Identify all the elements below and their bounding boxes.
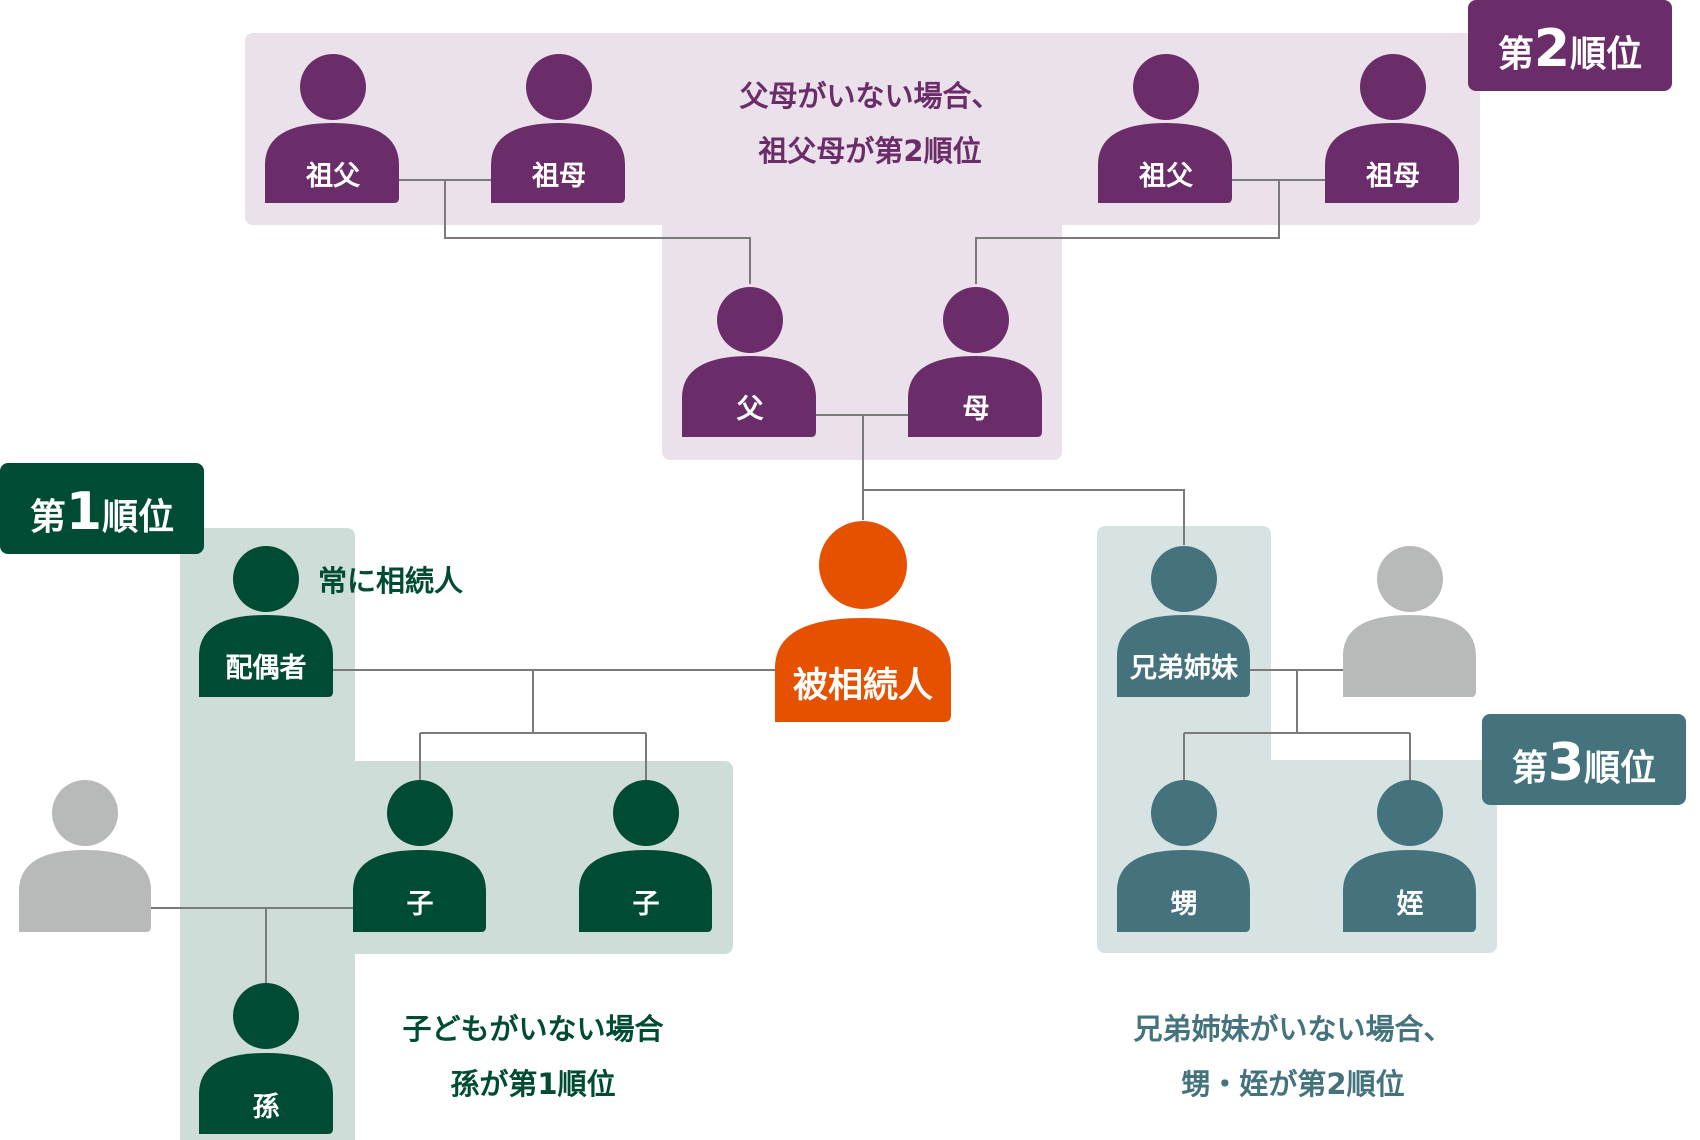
child-2-label: 子 — [633, 889, 660, 920]
rank3-badge: 第3順位 — [1482, 714, 1686, 805]
person-body — [199, 615, 333, 697]
rank3-badge-text: 第3順位 — [1512, 733, 1656, 793]
rank2-badge: 第2順位 — [1468, 0, 1672, 91]
person-head — [52, 780, 118, 846]
rank2-badge-text: 第2順位 — [1498, 19, 1642, 79]
person-body — [491, 123, 625, 203]
line-left-grandparents-to-father — [444, 180, 751, 284]
rank2-badge-suffix: 順位 — [1570, 34, 1642, 75]
nephew-label: 甥 — [1171, 889, 1198, 920]
rank1-note-line1: 子どもがいない場合 — [402, 1012, 663, 1046]
rank1-badge-bg — [0, 463, 204, 554]
rank2-badge-bg — [1468, 0, 1672, 91]
siblings-label: 兄弟姉妹 — [1129, 653, 1238, 684]
person-spouse: 配偶者 — [199, 546, 333, 697]
grandchild-label: 孫 — [253, 1091, 280, 1123]
person-body — [1325, 123, 1459, 203]
rank2-note-line1: 父母がいない場合、 — [739, 79, 1000, 113]
person-grandfather-left: 祖父 — [265, 54, 399, 203]
person-body — [1098, 123, 1232, 203]
person-head — [1151, 780, 1217, 846]
rank1-badge-prefix: 第 — [30, 497, 66, 538]
person-child-1: 子 — [353, 780, 486, 932]
grandmother-left-label: 祖母 — [532, 161, 586, 192]
person-head — [1151, 546, 1217, 612]
rank2-badge-prefix: 第 — [1498, 34, 1534, 75]
rank3-badge-number: 3 — [1548, 733, 1584, 793]
line-parents-to-siblings — [863, 489, 1185, 545]
person-grandchild: 孫 — [199, 983, 333, 1134]
rank3-badge-prefix: 第 — [1512, 748, 1548, 789]
line-right-grandparents-to-mother — [975, 180, 1280, 284]
person-head — [1377, 546, 1443, 612]
person-head — [233, 983, 299, 1049]
person-body — [1343, 850, 1476, 932]
rank1-badge-suffix: 順位 — [102, 497, 174, 538]
person-head — [717, 287, 783, 353]
person-body — [265, 123, 399, 203]
person-head — [943, 287, 1009, 353]
rank3-note-line1: 兄弟姉妹がいない場合、 — [1132, 1012, 1452, 1046]
father-label: 父 — [737, 394, 765, 425]
rank1-badge-number: 1 — [66, 482, 102, 542]
rank2-badge-number: 2 — [1534, 19, 1570, 79]
person-head — [1360, 54, 1426, 120]
person-deceased: 被相続人 — [775, 521, 951, 722]
person-head — [1133, 54, 1199, 120]
rank2-note-line2: 祖父母が第2順位 — [758, 134, 981, 168]
person-child-spouse — [19, 780, 151, 932]
grandfather-right-label: 祖父 — [1139, 161, 1194, 192]
person-head — [526, 54, 592, 120]
spouse-label: 配偶者 — [226, 653, 307, 684]
child-1-label: 子 — [407, 889, 434, 920]
person-head — [819, 521, 907, 609]
mother-label: 母 — [963, 394, 990, 425]
person-father: 父 — [682, 287, 816, 437]
rank3-badge-bg — [1482, 714, 1686, 805]
person-sibling-spouse — [1343, 546, 1476, 697]
person-body — [353, 850, 486, 932]
person-head — [300, 54, 366, 120]
rank3-badge-suffix: 順位 — [1584, 748, 1656, 789]
person-body — [1117, 615, 1250, 697]
rank1-badge-text: 第1順位 — [30, 482, 174, 542]
person-body — [682, 356, 816, 437]
spouse-note: 常に相続人 — [318, 564, 463, 598]
person-grandfather-right: 祖父 — [1098, 54, 1232, 203]
person-body — [775, 618, 951, 722]
person-grandmother-right: 祖母 — [1325, 54, 1459, 203]
person-head — [233, 546, 299, 612]
person-body — [579, 850, 712, 932]
rank1-note-line2: 孫が第1順位 — [450, 1067, 615, 1101]
rank3-note-line2: 甥・姪が第2順位 — [1181, 1067, 1404, 1101]
person-body — [199, 1053, 333, 1134]
line-children-branch — [419, 732, 647, 781]
person-grandmother-left: 祖母 — [491, 54, 625, 203]
person-body — [1117, 850, 1250, 932]
person-body — [1343, 615, 1476, 697]
person-mother: 母 — [908, 287, 1042, 437]
person-nephew: 甥 — [1117, 780, 1250, 932]
person-head — [1377, 780, 1443, 846]
niece-label: 姪 — [1397, 889, 1424, 920]
person-niece: 姪 — [1343, 780, 1476, 932]
grandfather-left-label: 祖父 — [306, 161, 361, 192]
person-head — [613, 780, 679, 846]
line-nephews-branch — [1183, 732, 1411, 781]
person-body — [19, 850, 151, 932]
person-siblings: 兄弟姉妹 — [1117, 546, 1250, 697]
person-head — [387, 780, 453, 846]
person-body — [908, 356, 1042, 437]
person-child-2: 子 — [579, 780, 712, 932]
rank2-parents-band — [662, 33, 1062, 460]
rank1-badge: 第1順位 — [0, 463, 204, 554]
deceased-label: 被相続人 — [793, 666, 933, 706]
grandmother-right-label: 祖母 — [1366, 161, 1420, 192]
connector-lines — [150, 179, 1411, 985]
